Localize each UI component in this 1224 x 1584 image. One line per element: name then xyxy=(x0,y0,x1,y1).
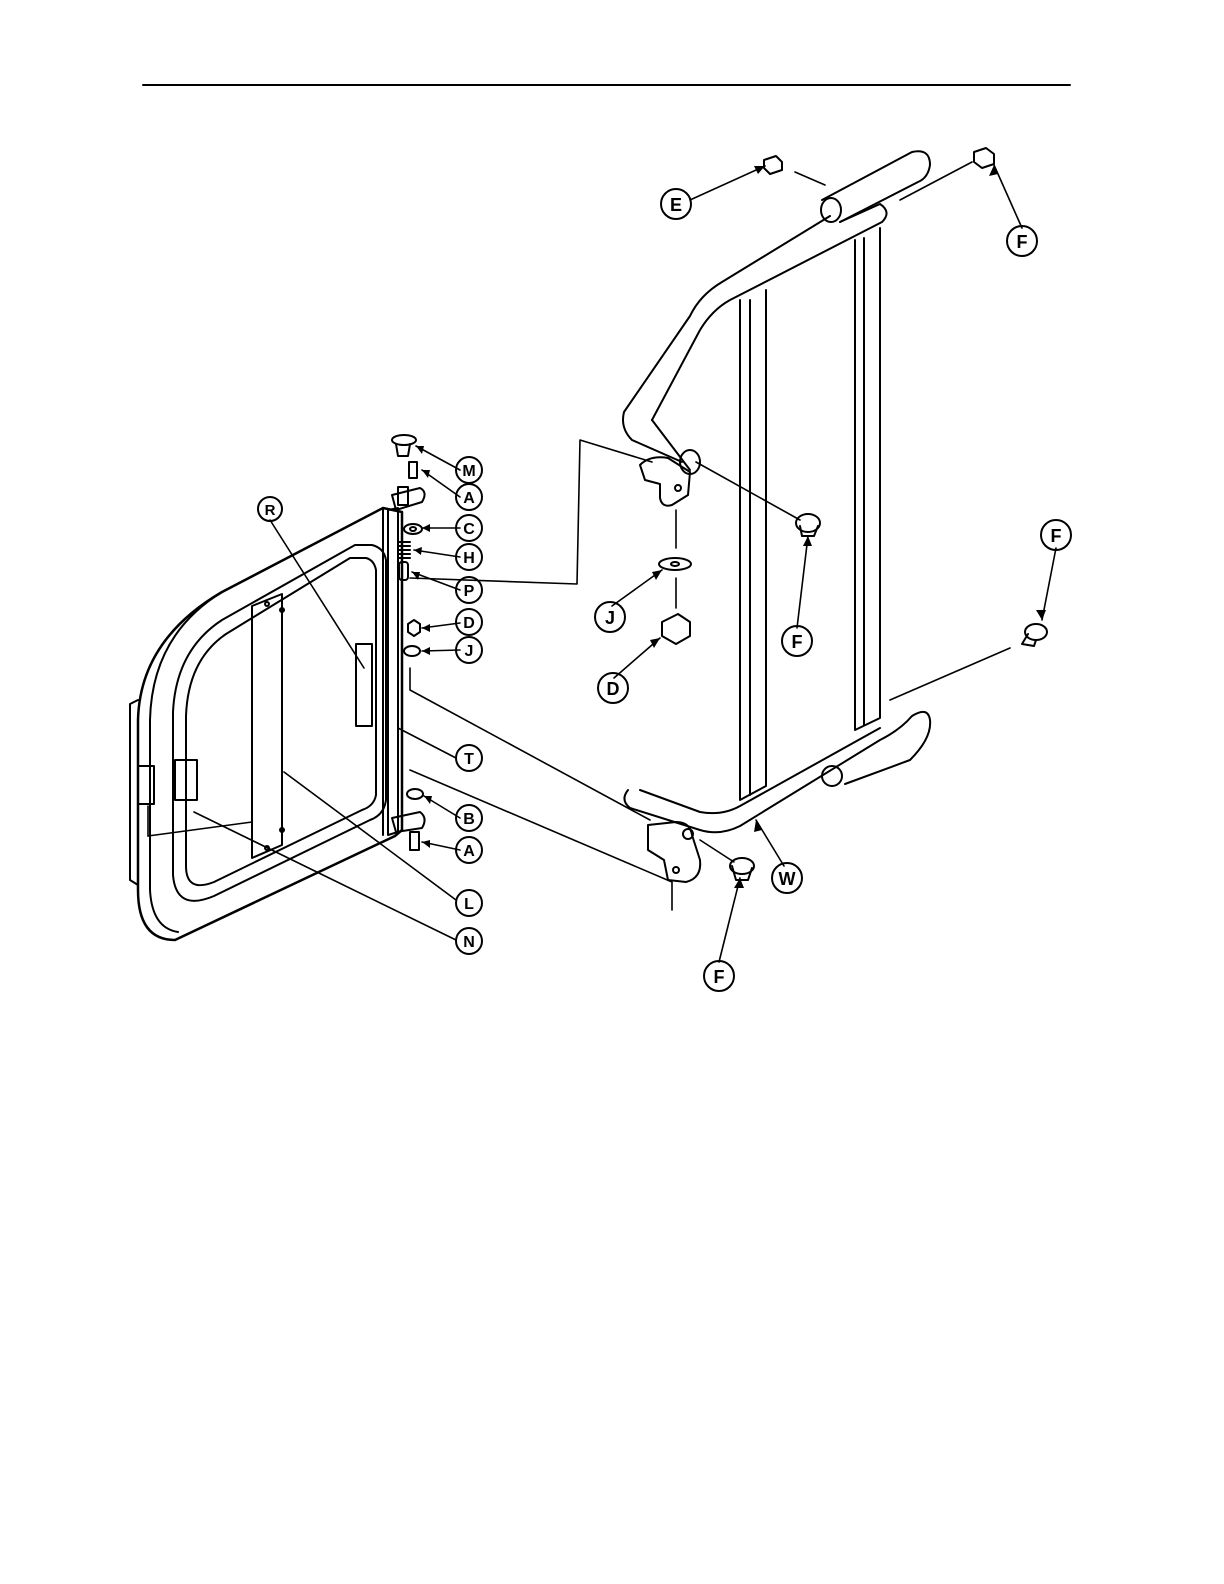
callout-F-mid: F xyxy=(782,626,812,656)
callout-F-right-label: F xyxy=(1051,526,1062,546)
callout-F-bottom-label: F xyxy=(714,967,725,987)
callout-T: T xyxy=(456,745,482,771)
callouts: E F M A R C H P xyxy=(258,189,1071,991)
callout-N: N xyxy=(456,928,482,954)
callout-N-label: N xyxy=(463,934,475,951)
callout-J-right-label: J xyxy=(605,608,615,628)
callout-F-right: F xyxy=(1041,520,1071,550)
callout-F-mid-label: F xyxy=(792,632,803,652)
callout-J-left-label: J xyxy=(465,643,474,660)
callout-D-right-label: D xyxy=(607,679,620,699)
leader-lines xyxy=(148,162,1056,962)
arrowheads xyxy=(412,165,1046,888)
hardware-stack xyxy=(392,435,423,850)
callout-R: R xyxy=(258,497,282,521)
callout-C-label: C xyxy=(463,521,475,538)
callout-B-label: B xyxy=(463,811,475,828)
callout-A-lower-label: A xyxy=(463,843,475,860)
callout-R-label: R xyxy=(265,502,276,519)
door-frame xyxy=(130,488,425,940)
callout-W: W xyxy=(772,863,802,893)
callout-E-label: E xyxy=(670,195,682,215)
callout-D-upper-label: D xyxy=(463,615,475,632)
callout-D-upper: D xyxy=(456,609,482,635)
callout-A-upper-label: A xyxy=(463,490,475,507)
callout-W-label: W xyxy=(779,869,796,889)
callout-P-label: P xyxy=(464,583,475,600)
callout-D-right: D xyxy=(598,673,628,703)
callout-F-top-label: F xyxy=(1017,232,1028,252)
callout-H-label: H xyxy=(463,550,475,567)
callout-F-top: F xyxy=(1007,226,1037,256)
callout-T-label: T xyxy=(464,751,474,768)
callout-F-bottom: F xyxy=(704,961,734,991)
callout-M-label: M xyxy=(462,463,475,480)
callout-J-right: J xyxy=(595,602,625,632)
callout-L: L xyxy=(456,890,482,916)
callout-E: E xyxy=(661,189,691,219)
callout-L-label: L xyxy=(464,896,474,913)
tube-frame xyxy=(623,148,1047,882)
